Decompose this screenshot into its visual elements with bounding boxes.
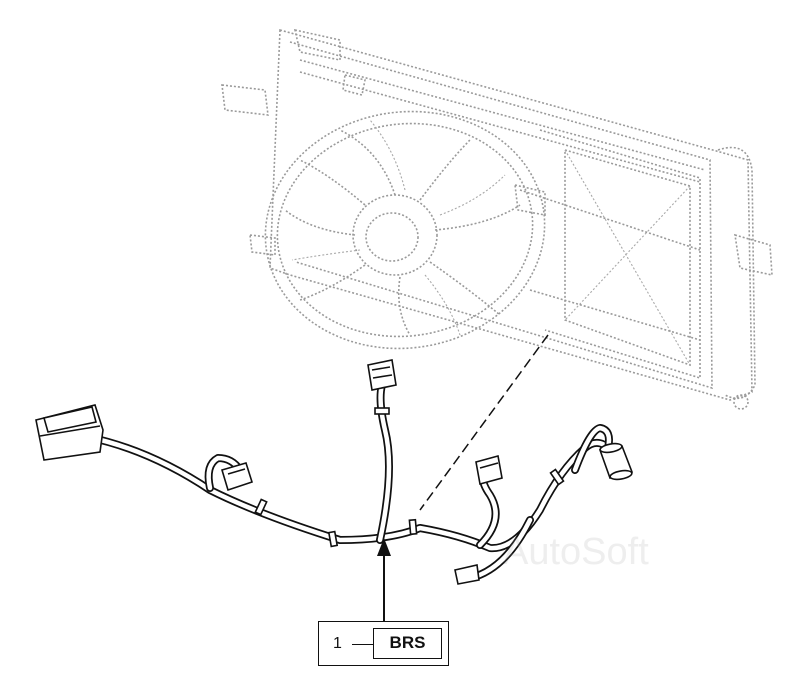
- harness-tape-rings: [254, 407, 565, 548]
- left-loop-connector: [221, 462, 253, 492]
- shroud-cross-brace: [564, 149, 691, 366]
- fan-blades: [284, 119, 521, 336]
- callout-item-number: 1: [333, 635, 342, 652]
- callout-dash: [352, 644, 374, 645]
- part-callout-label: 1 BRS: [318, 621, 449, 666]
- fan-shroud-ring-inner: [276, 122, 534, 338]
- upper-branch-connector: [367, 359, 397, 391]
- radiator-outlet-pipe: [734, 233, 773, 277]
- radiator-frame-outline: [269, 28, 753, 401]
- radiator-right-tank: [717, 146, 756, 400]
- callout-leader-arrow: [377, 538, 391, 622]
- watermark: AutoSoft: [503, 531, 649, 573]
- radiator-frame-inner: [289, 41, 713, 390]
- wiring-harness: [35, 359, 634, 585]
- fan-motor-connector: [598, 442, 634, 481]
- fan-hub-center: [365, 212, 419, 262]
- radiator-inlet-pipe: [221, 84, 269, 116]
- radiator-fan-assembly: [221, 28, 773, 410]
- connection-leader-dashed: [419, 334, 549, 511]
- radiator-drain-plug: [733, 394, 749, 410]
- middle-branch-connector: [475, 454, 503, 486]
- lower-branch-plug: [454, 564, 480, 585]
- radiator-top-rail-2: [299, 71, 701, 183]
- radiator-top-rail: [299, 59, 706, 171]
- main-harness-connector: [35, 404, 104, 461]
- fan-motor-connector-mount: [514, 183, 546, 216]
- shroud-ribs: [519, 189, 701, 341]
- radiator-shroud-right: [539, 129, 701, 380]
- top-clip: [342, 74, 366, 96]
- callout-part-code: BRS: [373, 628, 442, 659]
- fan-mount-tab: [249, 234, 276, 256]
- fan-shroud-ring: [264, 110, 546, 350]
